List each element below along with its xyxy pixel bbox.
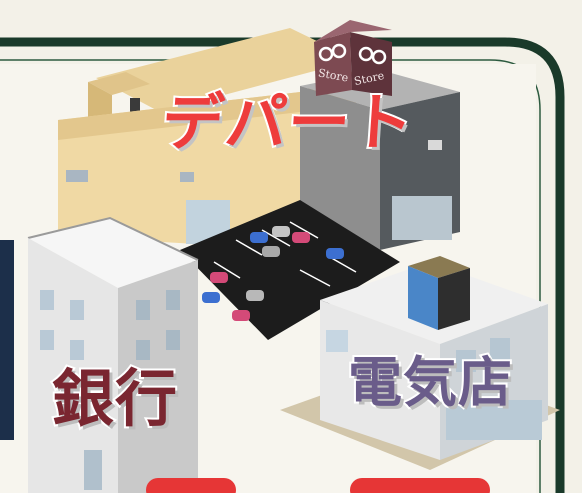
parking-line-4 bbox=[213, 261, 241, 279]
annex-front bbox=[300, 86, 380, 250]
parking-line-5 bbox=[299, 269, 331, 287]
bank-window-1 bbox=[40, 290, 54, 310]
parking-line-2 bbox=[261, 229, 291, 247]
elec-rooftop-unit-front bbox=[408, 266, 438, 330]
dept-upper-band bbox=[58, 92, 300, 140]
store-sign-ring-2 bbox=[331, 43, 347, 59]
dept-window-row-1 bbox=[66, 170, 88, 182]
bank-window-2 bbox=[70, 300, 84, 320]
car-blue-2 bbox=[326, 248, 344, 259]
dept-window-row-2 bbox=[180, 172, 194, 182]
elec-window-3 bbox=[490, 338, 510, 360]
elec-window-2 bbox=[456, 350, 476, 372]
elec-front bbox=[320, 300, 440, 460]
car-blue-3 bbox=[202, 292, 220, 303]
bank-building bbox=[27, 216, 199, 493]
frame-border bbox=[0, 37, 565, 493]
annex-glass-front bbox=[392, 196, 452, 240]
left-dark-strip bbox=[0, 240, 14, 440]
bottom-red-shape-1 bbox=[146, 478, 236, 493]
dept-tower-window bbox=[130, 98, 140, 124]
car-grey-1 bbox=[272, 226, 290, 237]
car-pink-3 bbox=[232, 310, 250, 321]
store-sign-ring-3 bbox=[358, 46, 374, 62]
car-grey-2 bbox=[262, 246, 280, 257]
bank-window-8 bbox=[166, 330, 180, 350]
annex-window bbox=[428, 140, 442, 150]
bank-door bbox=[84, 450, 102, 490]
parking-surface bbox=[180, 200, 400, 340]
department-store-label: デパート bbox=[157, 84, 418, 161]
dept-left-tower-top bbox=[88, 72, 150, 95]
car-grey-3 bbox=[246, 290, 264, 301]
bank-roof-railing bbox=[27, 216, 199, 261]
bank-window-4 bbox=[70, 340, 84, 360]
bank-window-3 bbox=[40, 330, 54, 350]
electronics-store-label: 電気店 bbox=[346, 351, 514, 414]
dept-roof bbox=[96, 28, 356, 112]
parking-lot bbox=[180, 200, 400, 340]
elec-rooftop-unit-side bbox=[438, 268, 470, 330]
car-pink-2 bbox=[210, 272, 228, 283]
car-blue-1 bbox=[250, 232, 268, 243]
elec-glass-front bbox=[446, 400, 542, 440]
electronics-store-building bbox=[280, 256, 560, 470]
bottom-red-shape-2 bbox=[350, 478, 490, 493]
parking-line-3 bbox=[289, 221, 319, 239]
elec-rooftop-unit-top bbox=[408, 256, 470, 278]
bank-roof bbox=[28, 218, 198, 288]
bank-window-7 bbox=[136, 340, 150, 360]
car-pink-1 bbox=[292, 232, 310, 243]
bank-window-6 bbox=[166, 290, 180, 310]
store-sign-box-side bbox=[350, 32, 392, 96]
store-sign-box-top bbox=[314, 20, 392, 42]
bank-label: 銀行 bbox=[50, 362, 179, 435]
bank-window-5 bbox=[136, 300, 150, 320]
elec-window-1 bbox=[326, 330, 348, 352]
parking-line-1 bbox=[235, 239, 263, 256]
store-sign-ring-4 bbox=[371, 49, 387, 65]
store-sign-ring-1 bbox=[318, 46, 334, 62]
department-annex-building bbox=[300, 20, 460, 250]
